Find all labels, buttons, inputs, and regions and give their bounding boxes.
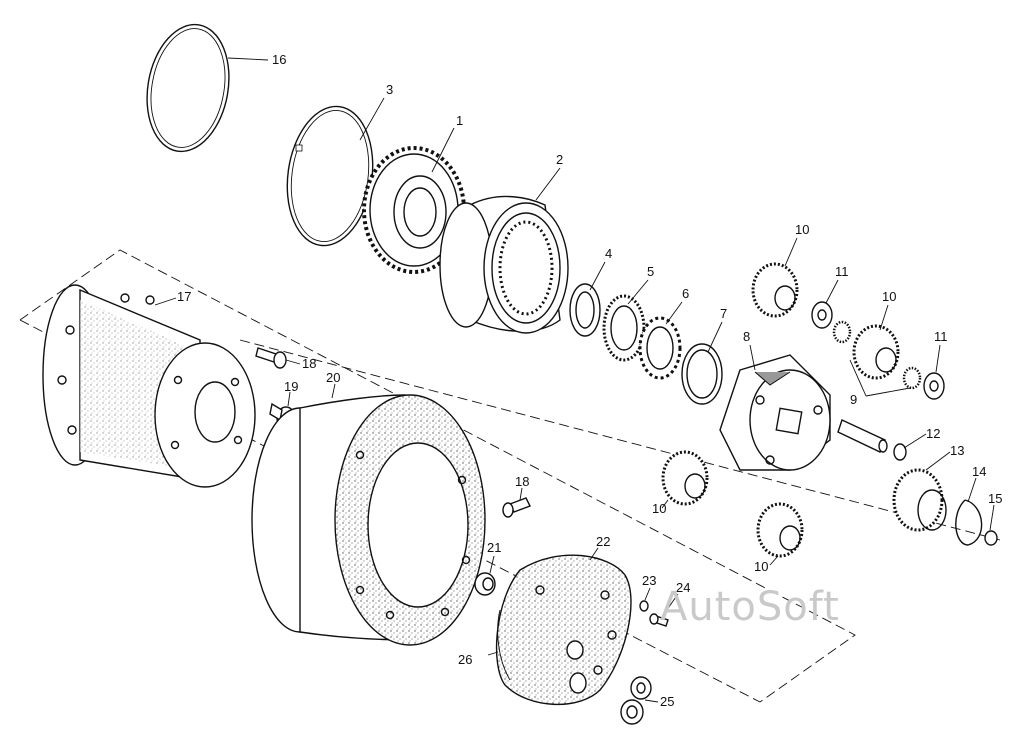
part-13-side-gear [892,468,947,532]
part-7-ring [681,343,723,405]
part-2-ring-gear [439,195,569,334]
callout-9: 9 [850,392,857,407]
part-18-bolt-b [502,497,531,518]
callout-23: 23 [642,573,656,588]
callout-10-left: 10 [652,501,666,516]
callout-5: 5 [647,264,654,279]
part-11-washer-a [811,301,833,329]
part-10-pinion-bottom [756,502,804,558]
part-10-pinion-left [661,450,709,506]
callout-11-a: 11 [835,264,849,279]
callout-13: 13 [950,443,964,458]
callout-12: 12 [926,426,940,441]
watermark-text: AutoSoft [660,584,840,630]
part-5-bearing-washer [602,294,646,362]
callout-1: 1 [456,113,463,128]
part-21-spacer [474,572,496,596]
callout-25: 25 [660,694,674,709]
callout-11-b: 11 [934,329,948,344]
callout-8: 8 [743,329,750,344]
callout-4: 4 [605,246,612,261]
leader-lines [154,57,995,703]
callout-6: 6 [682,286,689,301]
callout-3: 3 [386,82,393,97]
part-23-washer [639,600,649,612]
part-25-nut-a [630,676,652,700]
part-10-pinion-top [751,262,799,318]
part-12-clip [893,443,907,461]
part-22-cover [495,554,632,706]
callout-26: 26 [458,652,472,667]
callout-15: 15 [988,491,1002,506]
callout-16: 16 [272,52,286,67]
callout-22: 22 [596,534,610,549]
part-8-carrier [719,354,831,471]
part-4-bushing [569,283,601,337]
part-17-hub-housing [42,284,256,488]
part-6-toothed-washer [638,316,682,380]
part-18-bolt-a [255,347,287,369]
part-20-brake-drum [251,394,486,646]
needle-bearing-small [832,320,922,390]
part-11-washer-b [923,372,945,400]
part-10-pinion-right [852,324,900,380]
callout-10-bottom: 10 [754,559,768,574]
part-15-plug [984,530,998,546]
callout-labels: 16 3 1 2 4 5 6 7 8 10 11 10 11 9 12 13 1… [177,52,1002,709]
callout-20: 20 [326,370,340,385]
part-24-bolt [649,613,669,627]
callout-19: 19 [284,379,298,394]
part-9-pin [837,419,888,453]
callout-18-b: 18 [515,474,529,489]
callout-17: 17 [177,289,191,304]
callout-10-top: 10 [795,222,809,237]
part-25-nut-b [620,699,644,725]
callout-10-right: 10 [882,289,896,304]
callout-14: 14 [972,464,986,479]
callout-24: 24 [676,580,690,595]
callout-21: 21 [487,540,501,555]
callout-2: 2 [556,152,563,167]
part-14-ring-clip [955,499,983,546]
callout-18-a: 18 [302,356,316,371]
part-16-ring [146,23,230,153]
callout-7: 7 [720,306,727,321]
